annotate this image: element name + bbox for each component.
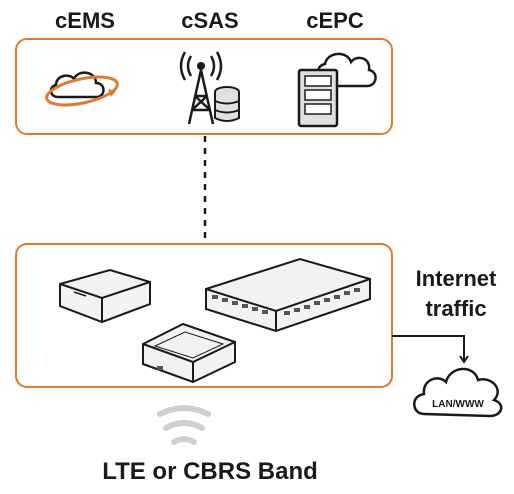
server-cloud-icon (297, 52, 377, 128)
internet-traffic-line2: traffic (425, 296, 487, 321)
cems-label: cEMS (55, 8, 115, 33)
band-label: LTE or CBRS Band (102, 458, 318, 485)
orbit-cloud-icon (45, 71, 119, 107)
small-cell-icon (142, 322, 236, 384)
access-point-icon (59, 268, 151, 324)
cloud-label: LAN/WWW (432, 399, 484, 410)
dashed-connector (203, 136, 207, 244)
tower-database-icon (179, 51, 240, 125)
csas-label: cSAS (181, 8, 239, 33)
cepc-label: cEPC (306, 8, 364, 33)
internet-traffic-line1: Internet (415, 266, 497, 291)
internet-traffic-label: Internet traffic (398, 264, 514, 324)
internet-connector (392, 335, 469, 364)
network-switch-icon (205, 257, 371, 333)
wireless-signal-icon (157, 405, 211, 445)
cloud-icon: LAN/WWW (413, 367, 503, 418)
